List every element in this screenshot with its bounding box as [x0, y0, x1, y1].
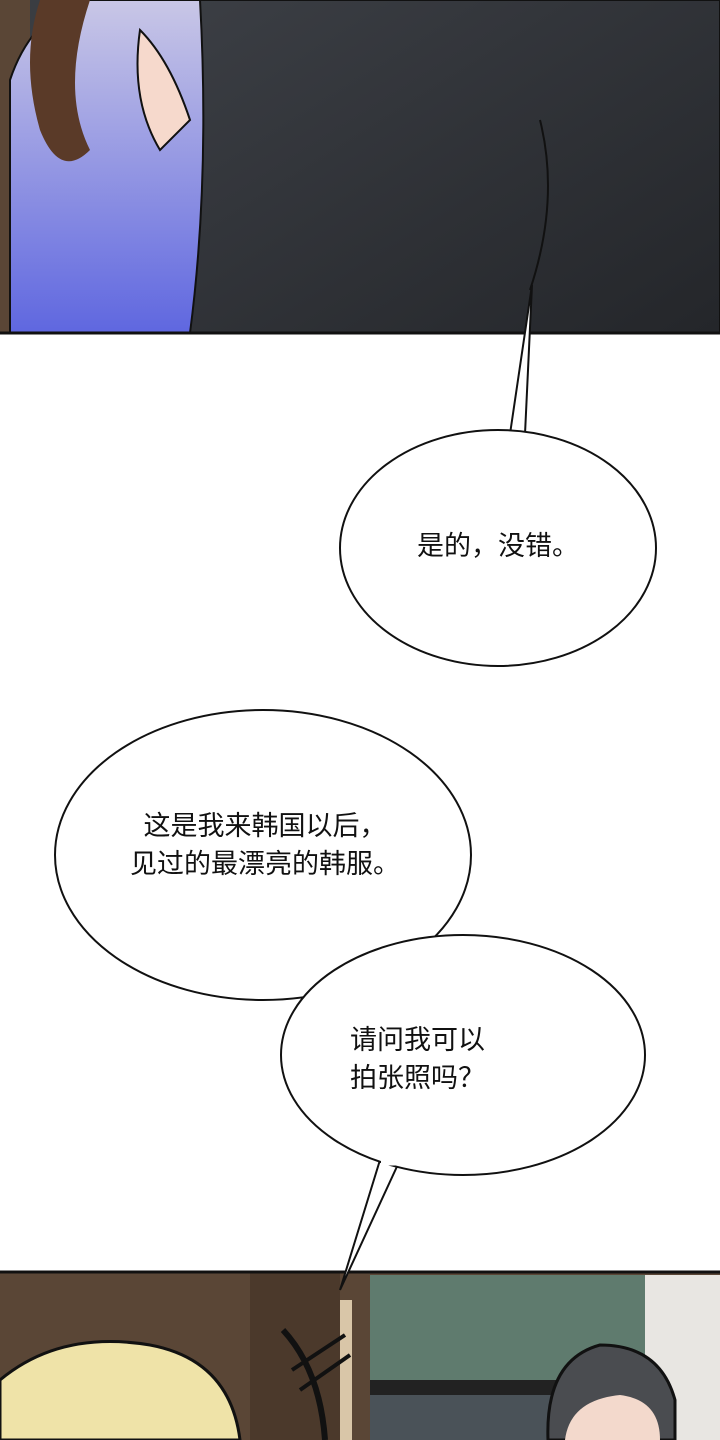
blond-hair [0, 1340, 242, 1440]
woman-hair [30, 0, 90, 162]
man-suit [188, 0, 720, 334]
bubble-2-text: 这是我来韩国以后， 见过的最漂亮的韩服。 [70, 808, 460, 884]
bubble-line: 见过的最漂亮的韩服。 [130, 849, 400, 880]
bottom-panel [0, 1270, 720, 1440]
bubble-tail-1 [509, 284, 533, 435]
top-panel [0, 0, 720, 335]
bubble-1-text: 是的，没错。 [398, 528, 598, 566]
bubble-line: 是的，没错。 [417, 531, 579, 562]
bubble-tail-3 [339, 1159, 401, 1291]
woman-hand [136, 27, 192, 152]
speech-bubble-2 [54, 709, 472, 1001]
bubble-line: 拍张照吗？ [350, 1063, 485, 1094]
bubble-3-text: 请问我可以 拍张照吗？ [350, 1022, 560, 1098]
speech-bubble-3 [280, 934, 646, 1176]
speech-bubble-1 [339, 429, 657, 667]
bubble-line: 请问我可以 [350, 1025, 485, 1056]
bubble-line: 这是我来韩国以后， [143, 811, 387, 842]
